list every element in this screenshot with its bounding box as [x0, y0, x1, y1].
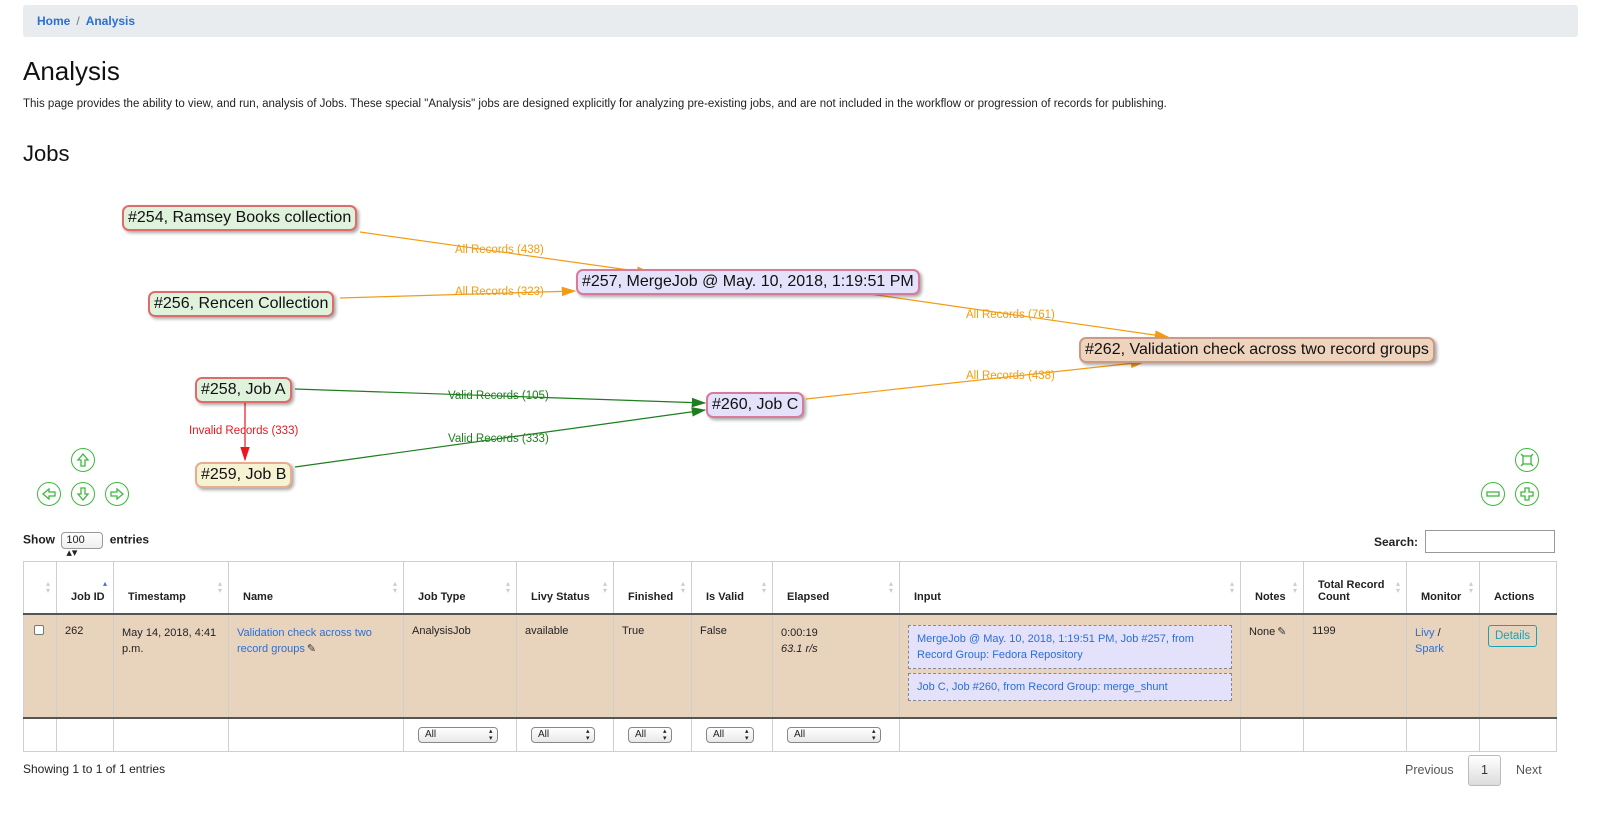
- cell-rate: 63.1 r/s: [781, 642, 818, 655]
- edit-name-icon[interactable]: ✎: [306, 642, 317, 655]
- livy-status-filter-select[interactable]: All: [531, 726, 595, 743]
- graph-node-256[interactable]: #256, Rencen Collection: [148, 291, 335, 317]
- cell-livy-status: available: [516, 613, 614, 718]
- jobs-heading: Jobs: [23, 141, 70, 166]
- details-button[interactable]: Details: [1488, 624, 1538, 647]
- show-label: Show: [23, 532, 55, 547]
- edge-label-259-260: Valid Records (333): [448, 433, 549, 445]
- search-input[interactable]: [1425, 530, 1555, 553]
- cell-elapsed: 0:00:19: [781, 626, 818, 639]
- pan-down-button[interactable]: [71, 482, 95, 506]
- arrow-left-icon: [42, 487, 56, 501]
- graph-node-258[interactable]: #258, Job A: [195, 377, 292, 403]
- edge-259-260: [294, 407, 707, 468]
- breadcrumb-separator: /: [76, 14, 80, 28]
- filter-row: All All All All All: [23, 716, 1557, 752]
- column-header-total-record-count[interactable]: Total Record Count▴▾: [1303, 561, 1407, 615]
- column-header-job-id[interactable]: Job ID▴: [56, 561, 114, 615]
- table-header-row: ▴▾ Job ID▴ Timestamp▴▾ Name▴▾ Job Type▴▾…: [23, 561, 1557, 615]
- column-header-name[interactable]: Name▴▾: [228, 561, 404, 615]
- edge-257-262: [869, 293, 1170, 340]
- zoom-out-icon: [1486, 491, 1500, 497]
- cell-job-id: 262: [56, 613, 114, 718]
- graph-node-260[interactable]: #260, Job C: [706, 392, 805, 418]
- page-title: Analysis: [23, 56, 120, 86]
- column-header-select[interactable]: ▴▾: [23, 561, 57, 615]
- edge-label-256-257: All Records (323): [455, 286, 544, 298]
- input-job-link[interactable]: MergeJob @ May. 10, 2018, 1:19:51 PM, Jo…: [908, 624, 1232, 669]
- column-header-livy-status[interactable]: Livy Status▴▾: [516, 561, 614, 615]
- livy-link[interactable]: Livy: [1415, 626, 1435, 639]
- search-label: Search:: [1374, 535, 1419, 549]
- edge-label-257-262: All Records (761): [966, 309, 1055, 321]
- zoom-out-button[interactable]: [1481, 482, 1505, 506]
- pan-right-button[interactable]: [105, 482, 129, 506]
- column-header-elapsed[interactable]: Elapsed▴▾: [772, 561, 900, 615]
- edge-label-260-262: All Records (438): [966, 370, 1055, 382]
- column-header-timestamp[interactable]: Timestamp▴▾: [113, 561, 229, 615]
- column-header-job-type[interactable]: Job Type▴▾: [403, 561, 517, 615]
- pan-left-button[interactable]: [37, 482, 61, 506]
- cell-total-record-count: 1199: [1303, 613, 1407, 718]
- next-page-button[interactable]: Next: [1516, 763, 1542, 777]
- jobs-table: ▴▾ Job ID▴ Timestamp▴▾ Name▴▾ Job Type▴▾…: [23, 561, 1557, 752]
- fit-icon: [1520, 453, 1534, 467]
- edge-256-257: [339, 286, 577, 299]
- job-type-filter-select[interactable]: All: [418, 726, 498, 743]
- table-row: 262 May 14, 2018, 4:41 p.m. Validation c…: [23, 613, 1557, 718]
- entries-label: entries: [109, 532, 150, 547]
- column-header-notes[interactable]: Notes▴▾: [1240, 561, 1304, 615]
- breadcrumb-home-link[interactable]: Home: [37, 14, 71, 28]
- spark-link[interactable]: Spark: [1415, 642, 1444, 655]
- cell-notes: None: [1249, 625, 1276, 638]
- elapsed-filter-select[interactable]: All: [787, 726, 881, 743]
- column-header-monitor[interactable]: Monitor▴▾: [1406, 561, 1480, 615]
- edge-label-258-260: Valid Records (105): [448, 390, 549, 402]
- finished-filter-select[interactable]: All: [628, 726, 672, 743]
- fit-graph-button[interactable]: [1515, 448, 1539, 472]
- edge-260-262: [805, 358, 1146, 400]
- arrow-up-icon: [76, 453, 90, 467]
- cell-timestamp: May 14, 2018, 4:41 p.m.: [113, 613, 229, 718]
- graph-node-257[interactable]: #257, MergeJob @ May. 10, 2018, 1:19:51 …: [576, 269, 920, 295]
- arrow-down-icon: [76, 487, 90, 501]
- job-lineage-graph[interactable]: #254, Ramsey Books collection #256, Renc…: [0, 190, 1600, 520]
- edit-notes-icon[interactable]: ✎: [1277, 625, 1287, 638]
- cell-job-type: AnalysisJob: [403, 613, 517, 718]
- previous-page-button[interactable]: Previous: [1405, 763, 1454, 777]
- column-header-input[interactable]: Input▴▾: [899, 561, 1241, 615]
- graph-node-259[interactable]: #259, Job B: [195, 462, 293, 488]
- cell-finished: True: [613, 613, 692, 718]
- graph-node-254[interactable]: #254, Ramsey Books collection: [122, 205, 358, 231]
- job-name-link[interactable]: Validation check across two record group…: [237, 626, 372, 655]
- edge-label-254-257: All Records (438): [455, 244, 544, 256]
- column-header-finished[interactable]: Finished▴▾: [613, 561, 692, 615]
- graph-node-262[interactable]: #262, Validation check across two record…: [1079, 337, 1435, 363]
- row-select-checkbox[interactable]: [34, 624, 44, 635]
- entries-select[interactable]: 100 ▴▾: [61, 532, 104, 559]
- edge-254-257: [359, 231, 652, 276]
- zoom-in-button[interactable]: [1515, 482, 1539, 506]
- zoom-in-icon: [1520, 487, 1534, 501]
- pan-up-button[interactable]: [71, 448, 95, 472]
- page-1-button[interactable]: 1: [1468, 755, 1501, 786]
- cell-is-valid: False: [691, 613, 773, 718]
- edge-258-260: [294, 388, 707, 408]
- arrow-right-icon: [110, 487, 124, 501]
- column-header-is-valid[interactable]: Is Valid▴▾: [691, 561, 773, 615]
- edge-label-258-259: Invalid Records (333): [189, 425, 299, 437]
- is-valid-filter-select[interactable]: All: [706, 726, 754, 743]
- graph-edges: [240, 231, 1170, 468]
- table-info: Showing 1 to 1 of 1 entries: [23, 762, 166, 776]
- breadcrumb-analysis-link[interactable]: Analysis: [85, 14, 136, 28]
- column-header-actions[interactable]: Actions: [1479, 561, 1557, 615]
- monitor-separator: /: [1434, 626, 1441, 639]
- entries-length-control: Show 100 ▴▾ entries: [23, 532, 150, 559]
- page-description: This page provides the ability to view, …: [23, 98, 1167, 110]
- input-job-link[interactable]: Job C, Job #260, from Record Group: merg…: [908, 672, 1232, 701]
- breadcrumb: Home / Analysis: [23, 5, 1578, 37]
